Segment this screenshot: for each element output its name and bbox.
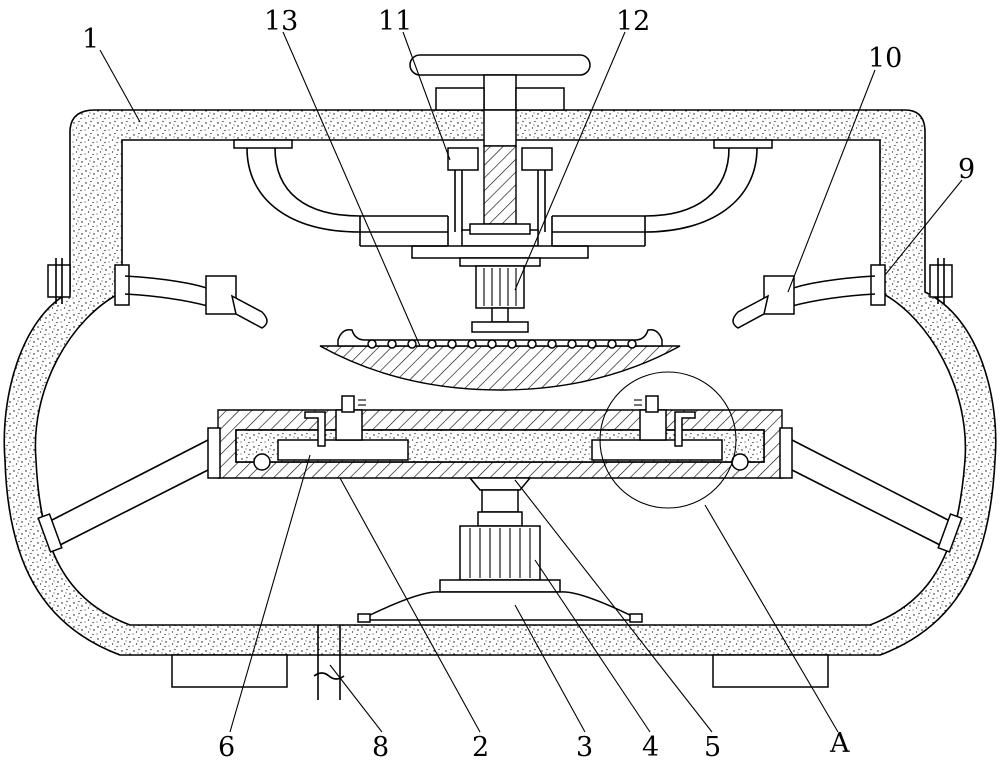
top-motor bbox=[471, 265, 529, 333]
left-nozzle bbox=[47, 258, 268, 329]
top-arms bbox=[233, 139, 773, 247]
left-foot bbox=[171, 654, 288, 688]
top-handle bbox=[409, 54, 591, 147]
right-nozzle bbox=[732, 258, 953, 329]
label-13: 13 bbox=[264, 6, 298, 37]
leader-lines bbox=[99, 31, 963, 733]
label-10: 10 bbox=[868, 43, 902, 74]
detail-circle-a bbox=[599, 371, 737, 509]
label-12: 12 bbox=[616, 6, 650, 37]
label-6: 6 bbox=[218, 732, 235, 763]
label-2: 2 bbox=[472, 732, 489, 763]
label-1: 1 bbox=[82, 24, 99, 55]
housing-shell bbox=[3, 109, 997, 656]
label-11: 11 bbox=[378, 6, 412, 37]
label-3: 3 bbox=[576, 732, 593, 763]
right-foot bbox=[712, 654, 829, 688]
label-8: 8 bbox=[372, 732, 389, 763]
side-struts bbox=[37, 427, 963, 553]
label-9: 9 bbox=[958, 154, 975, 185]
rotating-base bbox=[357, 477, 643, 623]
label-5: 5 bbox=[704, 732, 721, 763]
work-tray bbox=[217, 395, 783, 479]
lift-mechanism bbox=[411, 145, 589, 267]
reference-labels: 1 13 11 12 10 9 6 8 2 3 4 5 A bbox=[82, 6, 975, 763]
label-4: 4 bbox=[642, 732, 659, 763]
label-a: A bbox=[829, 728, 850, 759]
brush-plate bbox=[319, 328, 681, 391]
